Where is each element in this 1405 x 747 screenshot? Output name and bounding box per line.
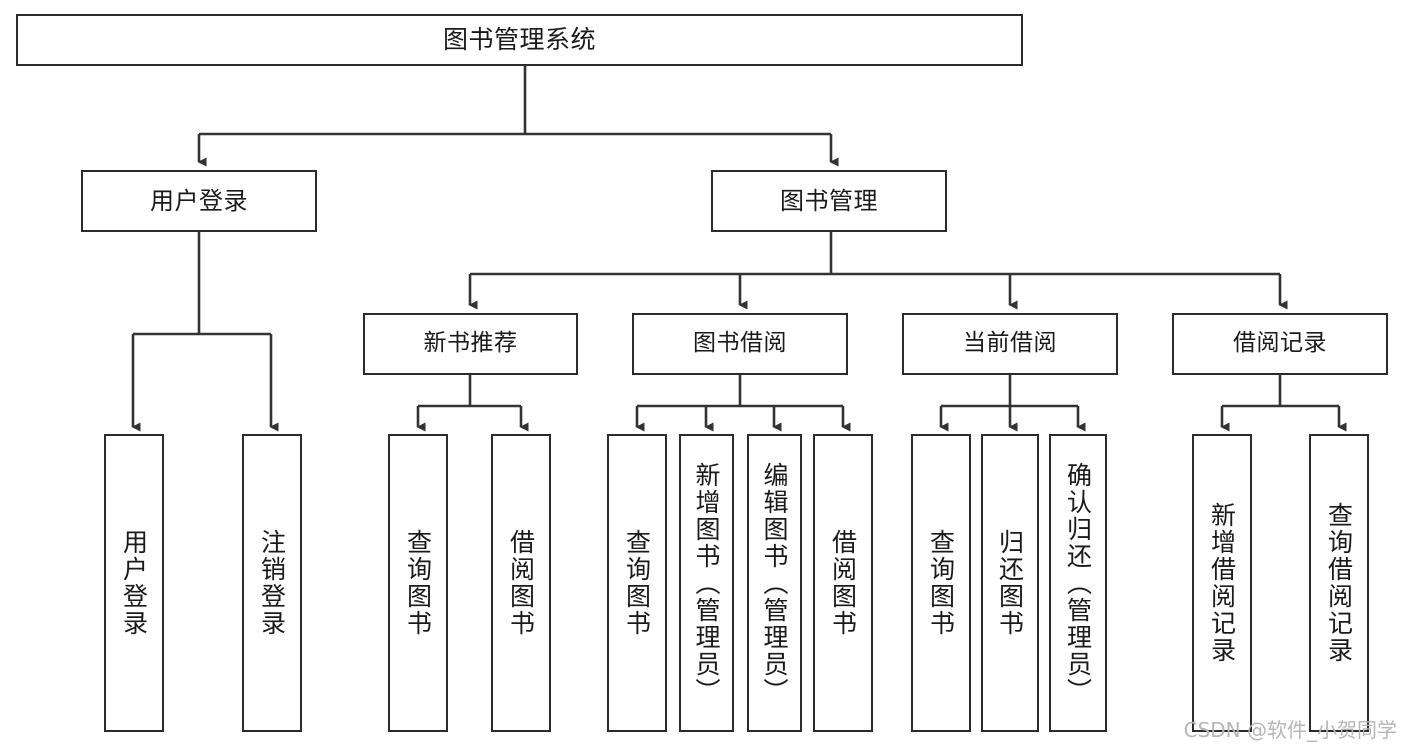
node-label: 当前借阅 <box>963 330 1057 357</box>
node-label: 用户登录 <box>150 186 248 215</box>
node-label: 查询图书 <box>403 529 433 637</box>
leaf-return-book[interactable]: 归还图书 <box>981 434 1039 732</box>
node-current-borrowing[interactable]: 当前借阅 <box>902 313 1118 375</box>
leaf-query-book-new-rec[interactable]: 查询图书 <box>388 434 448 732</box>
node-borrowing-records[interactable]: 借阅记录 <box>1172 313 1388 375</box>
node-new-book-recommendation[interactable]: 新书推荐 <box>363 313 578 375</box>
leaf-add-book-admin[interactable]: 新增图书（管理员） <box>679 434 734 732</box>
leaf-borrow-book-new-rec[interactable]: 借阅图书 <box>491 434 551 732</box>
node-label: 查询图书 <box>926 529 956 637</box>
leaf-query-book-borrow[interactable]: 查询图书 <box>607 434 667 732</box>
node-label: 注销登录 <box>257 529 287 637</box>
leaf-logout[interactable]: 注销登录 <box>242 434 302 732</box>
leaf-borrow-book-borrow[interactable]: 借阅图书 <box>813 434 873 732</box>
leaf-query-book-current[interactable]: 查询图书 <box>911 434 971 732</box>
node-label: 新增借阅记录 <box>1207 502 1237 664</box>
node-label: 图书借阅 <box>693 330 787 357</box>
node-label: 查询借阅记录 <box>1324 502 1354 664</box>
leaf-add-borrow-record[interactable]: 新增借阅记录 <box>1192 434 1252 732</box>
leaf-edit-book-admin[interactable]: 编辑图书（管理员） <box>747 434 802 732</box>
node-root-book-management-system[interactable]: 图书管理系统 <box>16 14 1023 66</box>
node-label: 借阅图书 <box>828 529 858 637</box>
node-label: 借阅记录 <box>1233 330 1327 357</box>
node-label: 用户登录 <box>119 529 149 637</box>
node-label: 归还图书 <box>995 529 1025 637</box>
node-book-borrowing[interactable]: 图书借阅 <box>632 313 848 375</box>
node-label: 图书管理 <box>780 186 878 215</box>
leaf-confirm-return-admin[interactable]: 确认归还（管理员） <box>1049 434 1107 732</box>
node-label: 新书推荐 <box>423 330 518 357</box>
node-book-management[interactable]: 图书管理 <box>711 170 947 232</box>
node-label: 编辑图书（管理员） <box>760 461 789 705</box>
node-user-login[interactable]: 用户登录 <box>81 170 317 232</box>
node-label: 新增图书（管理员） <box>692 461 721 705</box>
node-label: 确认归还（管理员） <box>1063 461 1093 705</box>
node-label: 借阅图书 <box>506 529 536 637</box>
leaf-query-borrow-record[interactable]: 查询借阅记录 <box>1309 434 1369 732</box>
node-label: 查询图书 <box>622 529 652 637</box>
node-label: 图书管理系统 <box>442 25 596 54</box>
leaf-user-login[interactable]: 用户登录 <box>104 434 164 732</box>
